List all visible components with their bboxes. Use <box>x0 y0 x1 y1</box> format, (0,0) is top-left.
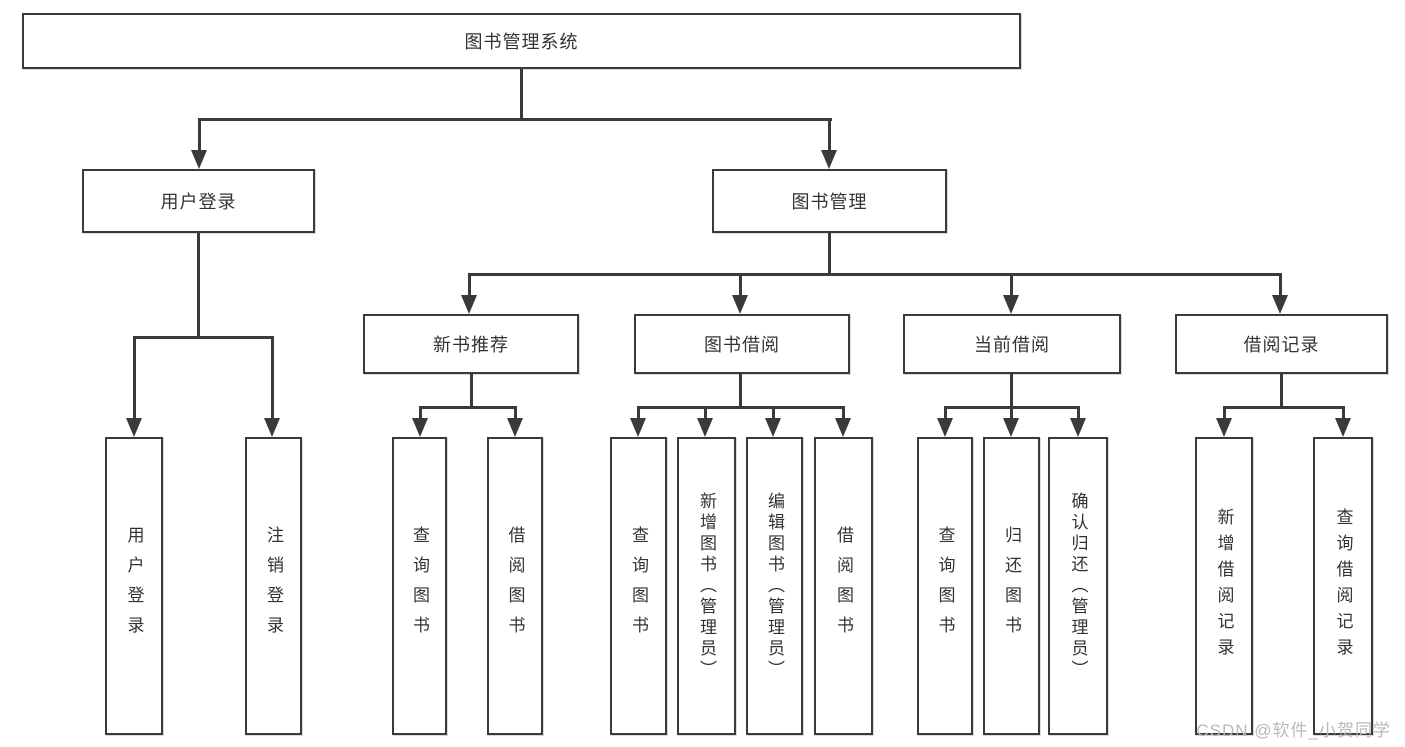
arrow-down-icon <box>126 418 142 437</box>
connector-user-login-rail <box>133 336 274 339</box>
connector-drop-leaf <box>514 406 517 419</box>
leaf-add-borrow-record: 新增借阅记录 <box>1195 437 1253 735</box>
leaf-query-book-label: 查询图书 <box>935 526 955 646</box>
node-book-management: 图书管理 <box>712 169 947 233</box>
arrow-down-icon <box>191 150 207 169</box>
connector-drop-leaf <box>842 406 845 419</box>
arrow-down-icon <box>264 418 280 437</box>
connector-drop-leaf <box>1223 406 1226 419</box>
arrow-down-icon <box>821 150 837 169</box>
leaf-query-book: 查询图书 <box>392 437 447 735</box>
connector-user-login-stem <box>197 233 200 336</box>
node-user-login: 用户登录 <box>82 169 315 233</box>
node-book-borrow: 图书借阅 <box>634 314 850 374</box>
node-library-system-label: 图书管理系统 <box>464 32 579 52</box>
leaf-borrow-book-label: 借阅图书 <box>505 526 525 646</box>
node-borrow-record-label: 借阅记录 <box>1243 335 1320 355</box>
leaf-add-book-admin-label: 新增图书（管理员） <box>697 491 716 681</box>
connector-drop-leaf <box>704 406 707 419</box>
leaf-logout: 注销登录 <box>245 437 302 735</box>
leaf-query-book-label: 查询图书 <box>629 526 648 646</box>
node-borrow-record: 借阅记录 <box>1175 314 1388 374</box>
arrow-down-icon <box>765 418 781 437</box>
arrow-down-icon <box>507 418 523 437</box>
arrow-down-icon <box>1003 418 1019 437</box>
leaf-edit-book-admin: 编辑图书（管理员） <box>746 437 803 735</box>
node-current-borrow-label: 当前借阅 <box>974 335 1050 355</box>
connector-drop-borrow-record <box>1279 273 1282 296</box>
connector-level3-rail <box>468 273 1282 276</box>
connector-book-borrow-rail <box>637 406 845 409</box>
connector-book-mgmt-stem <box>828 233 831 275</box>
connector-drop-user-login <box>198 118 201 151</box>
arrow-down-icon <box>461 295 477 314</box>
connector-drop-current-borrow <box>1010 273 1013 296</box>
leaf-query-book: 查询图书 <box>610 437 667 735</box>
connector-borrow-record-rail <box>1223 406 1345 409</box>
arrow-down-icon <box>1335 418 1351 437</box>
connector-book-borrow-stem <box>739 374 742 409</box>
connector-new-book-rail <box>419 406 517 409</box>
connector-drop-leaf <box>1010 406 1013 419</box>
csdn-watermark: CSDN @软件_小贺同学 <box>1196 721 1391 740</box>
node-library-system: 图书管理系统 <box>22 13 1021 69</box>
leaf-user-login-label: 用户登录 <box>124 526 144 646</box>
arrow-down-icon <box>1070 418 1086 437</box>
connector-drop-leaf <box>133 336 136 419</box>
arrow-down-icon <box>1216 418 1232 437</box>
connector-drop-leaf <box>772 406 775 419</box>
leaf-borrow-book: 借阅图书 <box>487 437 543 735</box>
arrow-down-icon <box>412 418 428 437</box>
leaf-confirm-return-admin-label: 确认归还（管理员） <box>1068 491 1088 681</box>
node-book-management-label: 图书管理 <box>791 192 868 212</box>
connector-drop-new-book <box>468 273 471 296</box>
leaf-confirm-return-admin: 确认归还（管理员） <box>1048 437 1108 735</box>
connector-drop-leaf <box>944 406 947 419</box>
leaf-add-borrow-record-label: 新增借阅记录 <box>1214 508 1234 664</box>
connector-root-stem <box>520 69 523 119</box>
leaf-user-login: 用户登录 <box>105 437 163 735</box>
connector-drop-leaf <box>1077 406 1080 419</box>
connector-new-book-stem <box>470 374 473 409</box>
connector-drop-leaf <box>419 406 422 419</box>
node-new-book-recommend-label: 新书推荐 <box>433 335 509 355</box>
connector-drop-leaf <box>271 336 274 419</box>
leaf-query-borrow-record: 查询借阅记录 <box>1313 437 1373 735</box>
leaf-add-book-admin: 新增图书（管理员） <box>677 437 736 735</box>
arrow-down-icon <box>732 295 748 314</box>
connector-level1-rail <box>198 118 832 121</box>
arrow-down-icon <box>1272 295 1288 314</box>
node-user-login-label: 用户登录 <box>160 192 237 212</box>
leaf-borrow-book: 借阅图书 <box>814 437 873 735</box>
connector-drop-book-mgmt <box>828 118 831 151</box>
arrow-down-icon <box>1003 295 1019 314</box>
leaf-borrow-book-label: 借阅图书 <box>834 526 853 646</box>
arrow-down-icon <box>697 418 713 437</box>
arrow-down-icon <box>937 418 953 437</box>
connector-drop-leaf <box>637 406 640 419</box>
node-book-borrow-label: 图书借阅 <box>704 335 780 355</box>
leaf-edit-book-admin-label: 编辑图书（管理员） <box>765 491 784 681</box>
node-current-borrow: 当前借阅 <box>903 314 1121 374</box>
arrow-down-icon <box>630 418 646 437</box>
arrow-down-icon <box>835 418 851 437</box>
leaf-query-book-label: 查询图书 <box>410 526 429 646</box>
leaf-return-book: 归还图书 <box>983 437 1040 735</box>
connector-current-borrow-stem <box>1010 374 1013 409</box>
connector-drop-book-borrow <box>739 273 742 296</box>
leaf-return-book-label: 归还图书 <box>1002 526 1021 646</box>
leaf-query-book: 查询图书 <box>917 437 973 735</box>
connector-drop-leaf <box>1342 406 1345 419</box>
leaf-query-borrow-record-label: 查询借阅记录 <box>1333 508 1353 664</box>
leaf-logout-label: 注销登录 <box>264 526 283 646</box>
connector-borrow-record-stem <box>1280 374 1283 409</box>
node-new-book-recommend: 新书推荐 <box>363 314 579 374</box>
